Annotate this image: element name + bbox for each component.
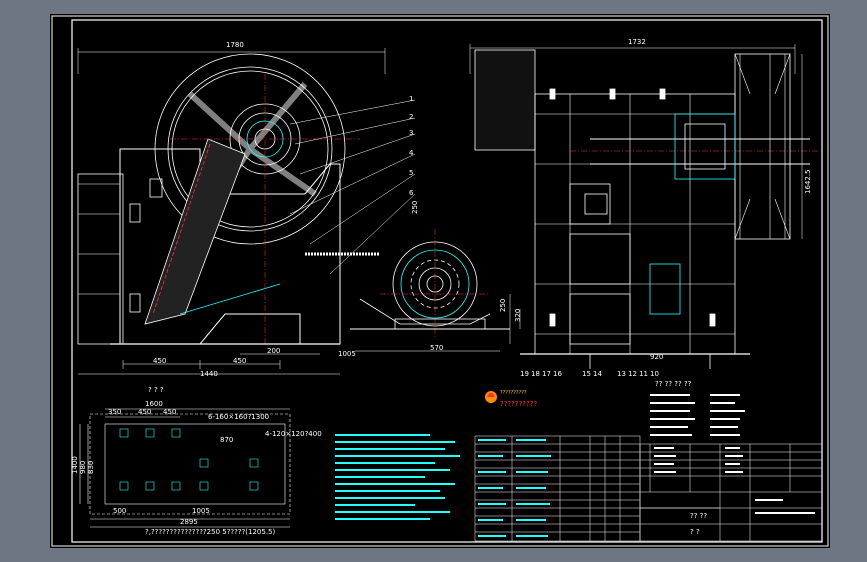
callout-16: 16 [553,370,562,378]
callout-17: 17 [542,370,551,378]
logo-bottom-text: ?????????? [500,400,537,408]
cad-canvas: 1780 1732 1642.5 450 450 200 1440 1005 5… [51,15,829,547]
dim-450-right: 450 [233,357,246,365]
foundation-note: ?,???????????????250 5?????(1205.5) [145,528,276,536]
foundation-plan [79,408,291,528]
drawing-sheet: 1780 1732 1642.5 450 450 200 1440 1005 5… [50,14,830,548]
dim-1440: 1440 [200,370,218,378]
callout-10: 10 [650,370,659,378]
dim-350: 350 [108,408,121,416]
callout-1: 1 [409,95,413,103]
dim-830: 830 [87,461,95,474]
pulley-side [734,53,791,240]
holes-2: 4-120×120?400 [265,430,322,438]
callouts-left: 1 2 3 4 5 6 [409,95,414,197]
drawing-name: ?? ?? [690,512,707,520]
callout-14: 14 [593,370,602,378]
dim-1005: 1005 [338,350,356,358]
title-block [639,443,823,542]
movable-jaw [144,138,246,325]
callout-18: 18 [531,370,540,378]
flywheel-side [474,49,536,151]
callout-3: 3 [409,129,413,137]
scale-note: ? ? [690,528,700,536]
callout-11: 11 [639,370,648,378]
dim-1400: 1400 [71,456,79,474]
dim-250-top: 250 [411,201,419,214]
dim-320-v: 320 [514,309,522,322]
dim-450-left: 450 [153,357,166,365]
callouts-bottom: 19 18 17 16 15 14 13 12 11 10 [520,370,659,378]
callout-15: 15 [582,370,591,378]
dim-450b: 450 [163,408,176,416]
callout-6: 6 [409,189,414,197]
callout-5: 5 [409,169,413,177]
logo-top-text: ?????????? [500,390,527,396]
dim-450a: 450 [138,408,151,416]
dim-500: 500 [113,507,126,515]
callout-19: 19 [520,370,529,378]
callout-13: 13 [617,370,626,378]
dim-1600: 1600 [145,400,163,408]
dim-250: 250 [499,299,507,312]
dim-2895: 2895 [180,518,198,526]
dim-570: 570 [430,344,443,352]
title-block-text [654,447,815,514]
foundation-title: ? ? ? [148,386,164,394]
dimension-lines [77,44,803,375]
motor-view [350,229,510,339]
side-view [474,49,820,369]
inner-frame [71,19,823,543]
dim-width-top: 1780 [226,41,244,49]
dim-870: 870 [220,436,233,444]
dim-200: 200 [267,347,280,355]
company-logo: ?????????? ?????????? [485,390,537,408]
callout-2: 2 [409,113,413,121]
dim-height-side: 1642.5 [804,170,812,195]
dim-width-side: 1732 [628,38,646,46]
callout-12: 12 [628,370,637,378]
technical-notes [335,434,460,520]
callout-4: 4 [409,149,414,157]
front-view [77,53,416,345]
bom-text [478,439,551,537]
holes-1: 6-160×160?1300 [208,413,269,421]
outer-frame [51,15,829,547]
dim-980: 980 [79,461,87,474]
specs-title: ?? ?? ?? ?? [655,380,692,388]
specs-lines [650,394,745,436]
dim-920: 920 [650,353,663,361]
dim-1005-f: 1005 [192,507,210,515]
